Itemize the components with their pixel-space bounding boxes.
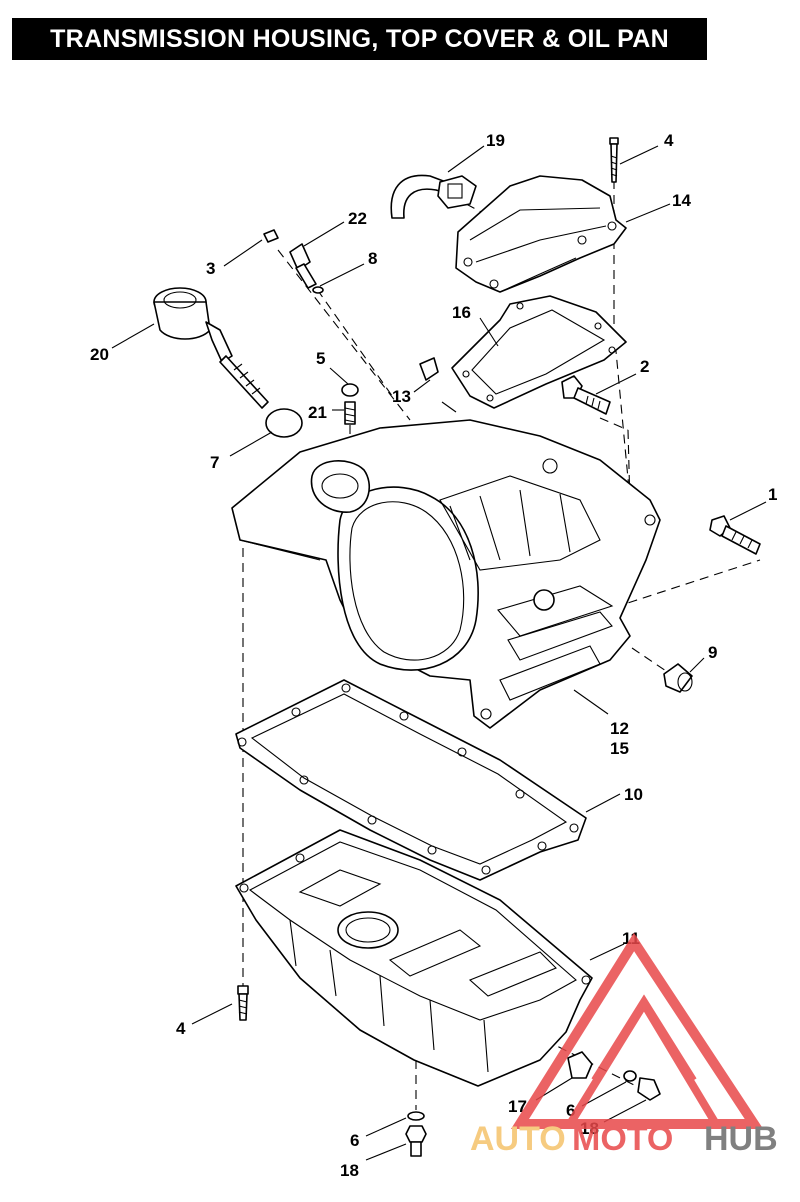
watermark-text-hub: HUB [704, 1120, 778, 1158]
callout-2: 2 [640, 357, 649, 376]
drain-washer [407, 1111, 425, 1121]
transmission-housing [231, 419, 661, 729]
callout-20: 20 [90, 345, 109, 364]
breather-hose [390, 174, 477, 219]
title-banner: TRANSMISSION HOUSING, TOP COVER & OIL PA… [12, 18, 707, 60]
plug-washer-right [623, 1070, 637, 1082]
neutral-switch [419, 357, 457, 413]
callout-18-bottom: 18 [340, 1161, 359, 1180]
callout-21: 21 [308, 403, 327, 422]
callout-15: 15 [610, 739, 629, 758]
drain-plug-right [637, 1077, 661, 1101]
oil-pan-gasket [235, 679, 587, 881]
housing-bolt [709, 515, 761, 555]
pan-screw [237, 985, 249, 1021]
callout-1: 1 [768, 485, 777, 504]
callout-3: 3 [206, 259, 215, 278]
filler-cap-dipstick [153, 287, 269, 409]
flange-bolt [561, 375, 611, 415]
callout-12: 12 [610, 719, 629, 738]
callout-8: 8 [368, 249, 377, 268]
oil-pan [235, 829, 593, 1087]
stud [344, 401, 356, 425]
callout-5: 5 [316, 349, 325, 368]
small-screw [263, 229, 279, 243]
watermark-text-auto: AUTO [470, 1120, 566, 1158]
cover-gasket [451, 295, 627, 409]
callout-7: 7 [210, 453, 219, 472]
callout-4-bottom: 4 [176, 1019, 186, 1038]
sensor-o-ring [312, 286, 324, 294]
top-cover [455, 175, 627, 293]
callout-13: 13 [392, 387, 411, 406]
temp-sender-fitting [567, 1051, 593, 1079]
callout-19: 19 [486, 131, 505, 150]
callout-4-top: 4 [664, 131, 674, 150]
cover-screw [609, 137, 619, 183]
callout-10: 10 [624, 785, 643, 804]
speed-sensor [289, 243, 317, 289]
filler-o-ring [265, 408, 303, 438]
callout-14: 14 [672, 191, 691, 210]
callout-6-bottom: 6 [350, 1131, 359, 1150]
watermark-text-moto: MOTO [572, 1120, 673, 1158]
leader-lines [111, 145, 767, 1161]
callout-6-right: 6 [566, 1101, 575, 1120]
automotohub-watermark: AUTO MOTO HUB [470, 932, 778, 1158]
callout-9: 9 [708, 643, 717, 662]
callout-22: 22 [348, 209, 367, 228]
vent-plug [341, 383, 359, 397]
drain-plug [405, 1125, 427, 1157]
page-title: TRANSMISSION HOUSING, TOP COVER & OIL PA… [50, 24, 669, 53]
callout-16: 16 [452, 303, 471, 322]
dowel-sleeve [663, 663, 693, 693]
